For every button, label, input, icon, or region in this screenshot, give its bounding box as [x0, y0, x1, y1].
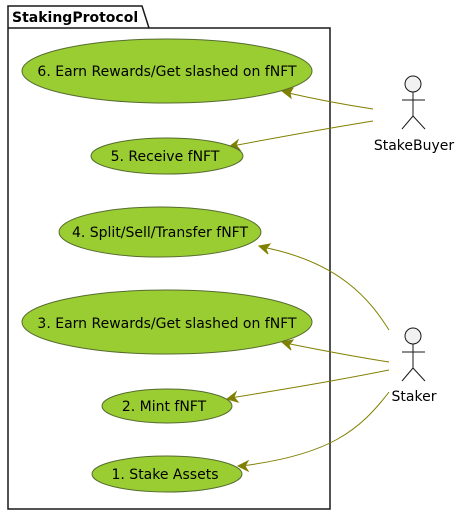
use-case-label: 6. Earn Rewards/Get slashed on fNFT [37, 64, 297, 80]
edge-stakebuyer-uc6 [283, 91, 374, 110]
edge-staker-uc3 [284, 342, 390, 363]
edge-staker-uc4 [261, 246, 390, 331]
use-case-ellipse [21, 289, 313, 355]
arrowhead-uc1 [236, 459, 250, 473]
use-case-ellipse [91, 455, 243, 493]
use-case-6: 6. Earn Rewards/Get slashed on fNFT [21, 38, 313, 104]
package-frame [7, 5, 331, 510]
edge-staker-uc1 [240, 391, 390, 467]
use-case-label: 5. Receive fNFT [111, 149, 220, 165]
use-case-ellipse [101, 388, 233, 424]
stick-figure-icon [401, 327, 426, 382]
use-case-3: 3. Earn Rewards/Get slashed on fNFT [21, 289, 313, 355]
use-case-ellipse [90, 137, 244, 175]
actor-staker: Staker [392, 327, 437, 405]
arrowhead-uc2 [225, 390, 240, 403]
arrowhead-uc3 [280, 339, 295, 351]
actor-stakebuyer: StakeBuyer [374, 75, 455, 154]
package-staking-protocol: StakingProtocol [7, 5, 331, 510]
edge-staker-uc2 [229, 369, 390, 399]
package-title: StakingProtocol [12, 10, 138, 26]
use-case-4: 4. Split/Sell/Transfer fNFT [58, 206, 262, 258]
arrowhead-uc6 [280, 87, 295, 100]
use-case-label: 2. Mint fNFT [122, 399, 207, 415]
use-case-label: 1. Stake Assets [112, 467, 219, 483]
stick-figure-icon [401, 75, 426, 130]
use-case-2: 2. Mint fNFT [101, 388, 233, 424]
use-case-ellipse [21, 38, 313, 104]
use-case-5: 5. Receive fNFT [90, 137, 244, 175]
edge-stakebuyer-uc5 [231, 120, 374, 147]
associations [225, 87, 390, 473]
actor-label: StakeBuyer [374, 138, 455, 154]
arrowhead-uc4 [257, 243, 272, 255]
use-case-label: 4. Split/Sell/Transfer fNFT [72, 225, 249, 241]
use-case-label: 3. Earn Rewards/Get slashed on fNFT [37, 316, 297, 332]
use-case-1: 1. Stake Assets [91, 455, 243, 493]
actor-label: Staker [392, 389, 437, 405]
use-case-ellipse [58, 206, 262, 258]
